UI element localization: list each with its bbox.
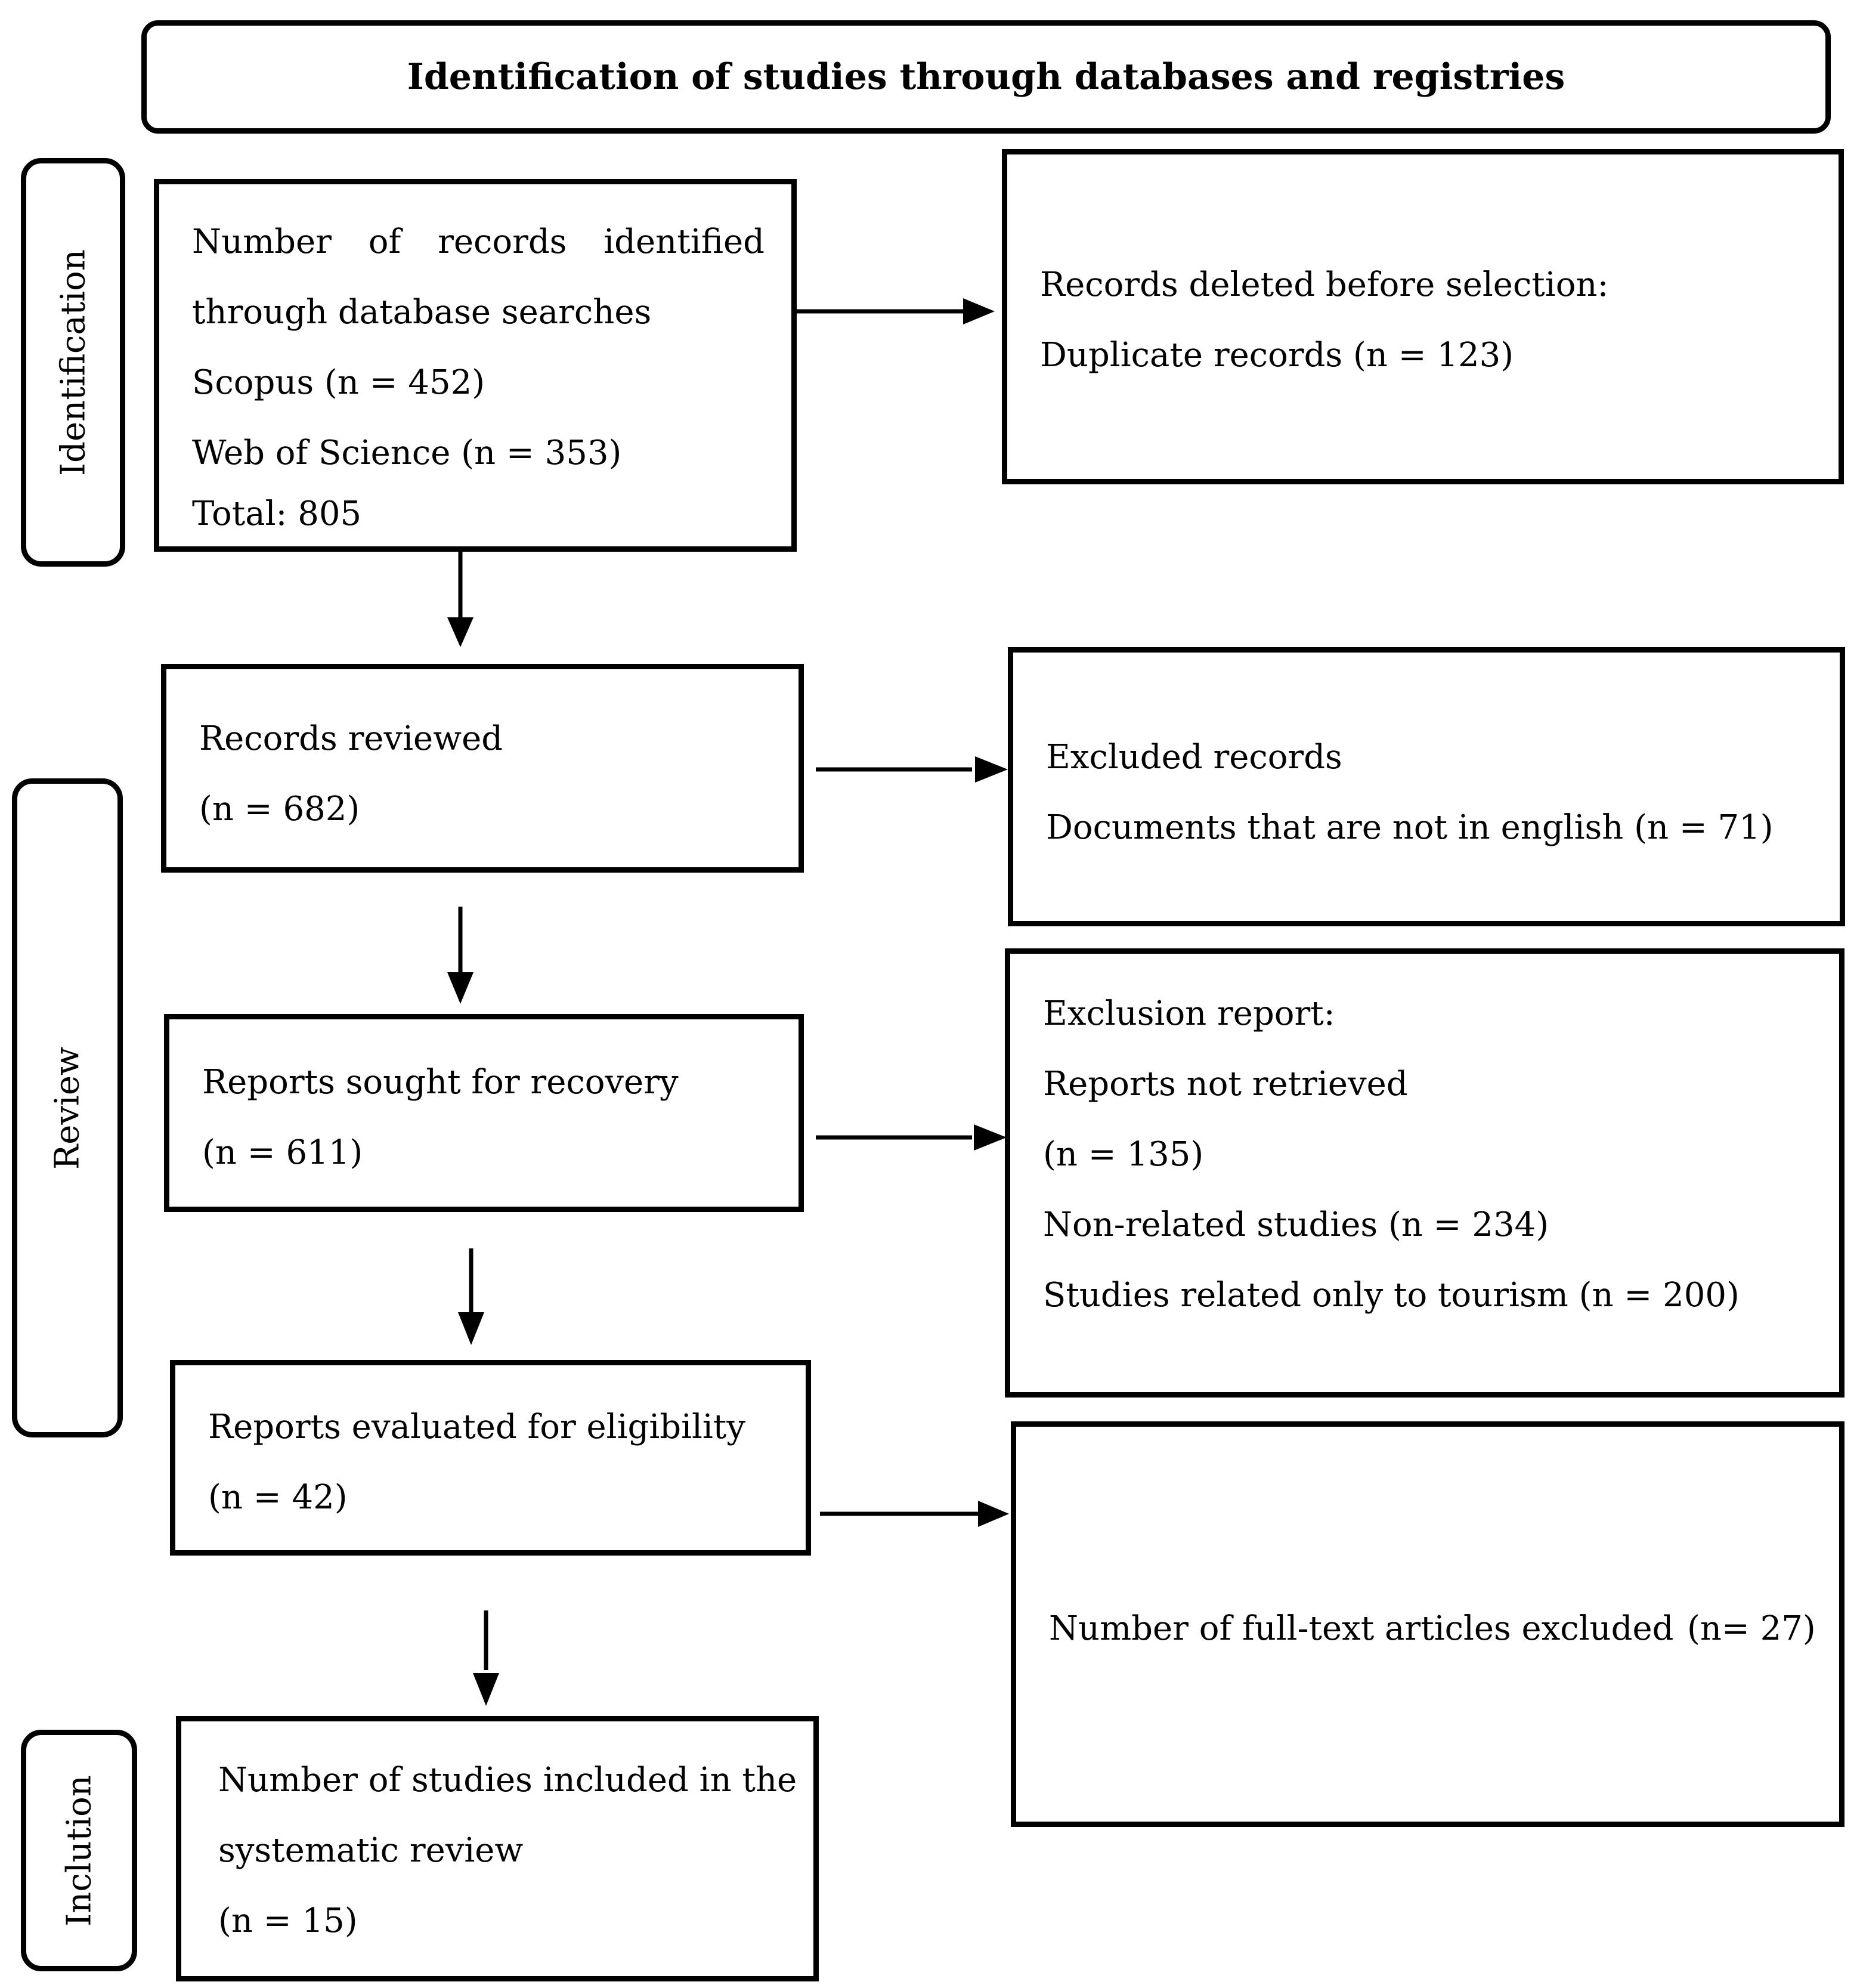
deleted-line-1: Records deleted before selection: [1040, 265, 1609, 304]
identified-line-2: through database searches [192, 293, 652, 332]
phase-review: Review [12, 778, 123, 1437]
identified-word-1: Number [192, 222, 332, 261]
included-line-2: systematic review [218, 1831, 524, 1870]
included-line-1: Number of studies included in the [218, 1761, 797, 1800]
reviewed-line-2: (n = 682) [199, 790, 360, 828]
deleted-line-2: Duplicate records (n = 123) [1040, 336, 1514, 375]
identified-word-4: identified [604, 222, 765, 261]
included-line-3: (n = 15) [218, 1902, 358, 1940]
evaluated-line-2: (n = 42) [208, 1478, 348, 1517]
exclusion-line-3: (n = 135) [1043, 1135, 1204, 1174]
identified-line-4: Web of Science (n = 353) [192, 434, 622, 472]
box-exclusion-report: Exclusion report: Reports not retrieved … [1005, 948, 1844, 1398]
arrowhead-identified-to-deleted [963, 298, 995, 324]
sought-line-1: Reports sought for recovery [202, 1063, 679, 1102]
arrowhead-sought-to-evaluated [458, 1312, 484, 1345]
identified-line-5: Total: 805 [192, 494, 362, 533]
box-fulltext-excluded: Number of full-text articles excluded (n… [1011, 1421, 1844, 1827]
identified-line-1: Number of records identified [192, 207, 765, 277]
identified-word-2: of [368, 222, 401, 261]
arrowhead-evaluated-to-fulltext [978, 1501, 1009, 1527]
reviewed-line-1: Records reviewed [199, 719, 503, 758]
phase-identification: Identification [21, 158, 125, 567]
header-box: Identification of studies through databa… [141, 20, 1831, 134]
fulltext-count: (n= 27) [1687, 1609, 1816, 1648]
identified-word-3: records [438, 222, 567, 261]
exclusion-line-1: Exclusion report: [1043, 994, 1335, 1033]
excluded-line-1: Excluded records [1046, 738, 1342, 777]
header-title: Identification of studies through databa… [407, 56, 1565, 98]
evaluated-line-1: Reports evaluated for eligibility [208, 1408, 745, 1446]
arrowhead-reviewed-to-excluded [975, 756, 1008, 783]
box-reports-sought: Reports sought for recovery (n = 611) [164, 1014, 804, 1212]
exclusion-line-5: Studies related only to tourism (n = 200… [1043, 1276, 1740, 1315]
box-records-reviewed: Records reviewed (n = 682) [161, 664, 804, 873]
excluded-line-2: Documents that are not in english (n = 7… [1046, 808, 1774, 847]
arrowhead-sought-to-exclusion [974, 1124, 1007, 1151]
exclusion-line-2: Reports not retrieved [1043, 1065, 1408, 1103]
box-excluded-records: Excluded records Documents that are not … [1008, 647, 1845, 926]
fulltext-label: Number of full-text articles excluded [1049, 1609, 1674, 1648]
arrowhead-evaluated-to-included [473, 1673, 499, 1706]
phase-inclusion: Inclution [21, 1730, 137, 1971]
box-reports-evaluated: Reports evaluated for eligibility (n = 4… [170, 1360, 811, 1556]
arrowhead-reviewed-to-sought [447, 972, 473, 1004]
exclusion-line-4: Non-related studies (n = 234) [1043, 1205, 1549, 1244]
arrowhead-identified-to-reviewed [447, 617, 473, 647]
identified-line-3: Scopus (n = 452) [192, 363, 485, 402]
box-records-identified: Number of records identified through dat… [154, 179, 797, 552]
sought-line-2: (n = 611) [202, 1133, 363, 1172]
box-studies-included: Number of studies included in the system… [176, 1716, 819, 1981]
box-records-deleted: Records deleted before selection: Duplic… [1002, 149, 1844, 484]
